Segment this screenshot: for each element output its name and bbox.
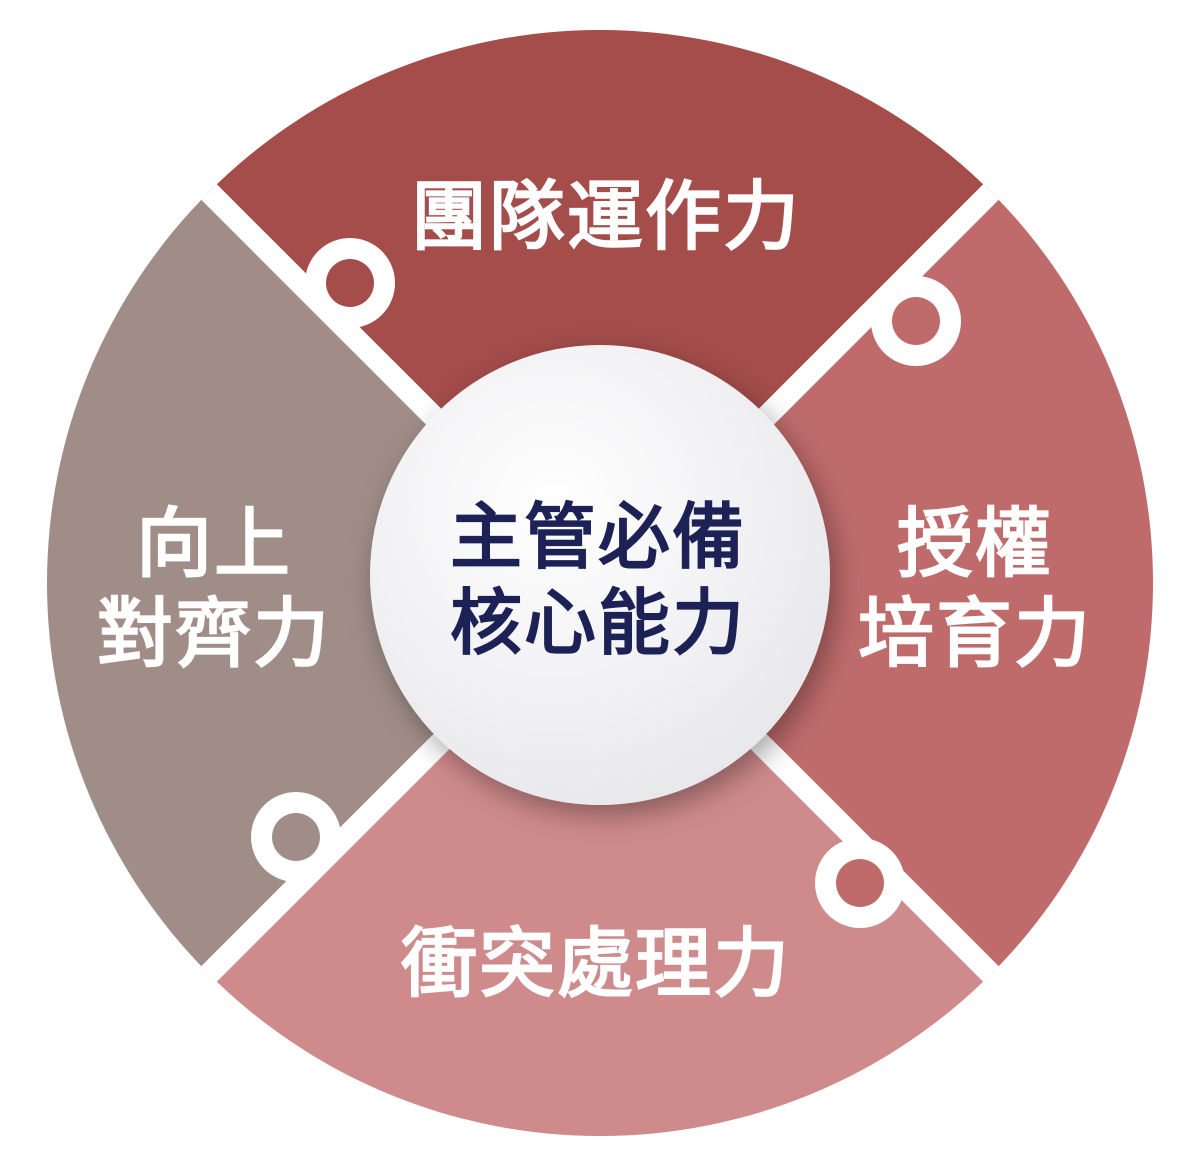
segment-right-label-line1: 授權: [897, 499, 1053, 588]
segment-left-label-line2: 對齊力: [97, 589, 331, 678]
knob-fill-left: [272, 813, 320, 861]
segment-right-label-line2: 培育力: [858, 589, 1092, 678]
knob-fill-top: [326, 259, 374, 307]
segment-top-label: 團隊運作力: [411, 172, 801, 261]
knob-fill-right-bottom: [836, 859, 884, 907]
knob-fill-right-top: [892, 297, 940, 345]
center-circle: [370, 345, 830, 805]
segment-bottom-label: 衝突處理力: [400, 919, 791, 1008]
segment-left-label-line1: 向上: [136, 499, 292, 588]
center-label-line1: 主管必備: [450, 495, 746, 579]
center-label-line2: 核心能力: [450, 581, 746, 665]
